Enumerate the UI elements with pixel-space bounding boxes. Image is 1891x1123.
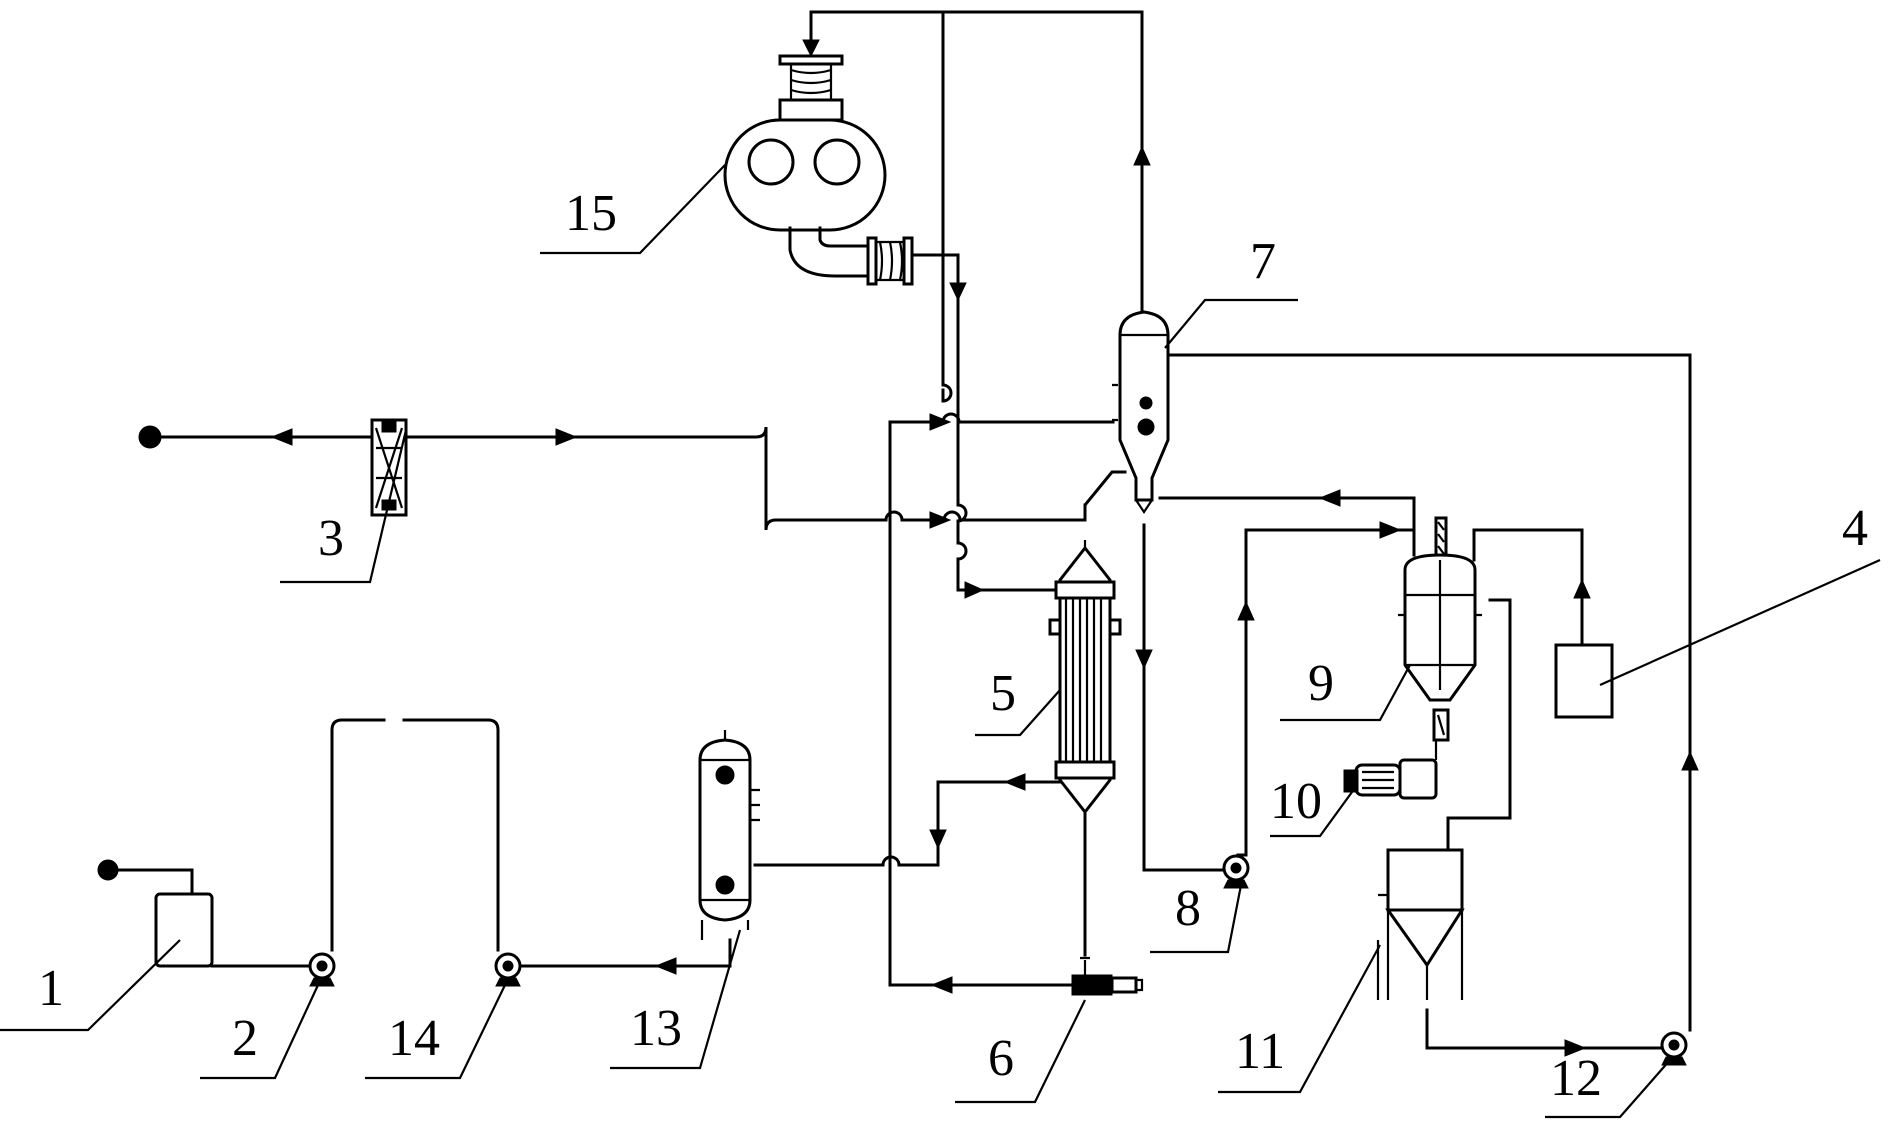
arrow-left-out <box>270 428 293 446</box>
compressor-15 <box>723 54 914 286</box>
label-3: 3 <box>318 510 344 567</box>
pipelines <box>110 10 1692 1050</box>
crystallizer-9 <box>1398 516 1482 742</box>
label-7: 7 <box>1250 233 1276 290</box>
leader-14 <box>365 984 506 1080</box>
arrow-7-up <box>1133 145 1151 166</box>
label-15: 15 <box>565 185 617 242</box>
leader-5 <box>975 689 1061 737</box>
vessel-13 <box>698 730 760 940</box>
arrow-13-down <box>929 829 947 850</box>
arrow-feed-right <box>929 511 952 529</box>
label-6: 6 <box>988 1030 1014 1087</box>
arrow-12-in <box>1564 1039 1587 1057</box>
pipe-11-to-12 <box>1425 1008 1664 1050</box>
label-8: 8 <box>1175 880 1201 937</box>
leader-11 <box>1218 944 1381 1094</box>
pipe-3-to-14 <box>402 718 500 952</box>
pipe-7-to-8 <box>1142 523 1227 872</box>
label-4: 4 <box>1842 500 1868 557</box>
label-14: 14 <box>388 1010 440 1067</box>
arrow-steam-down <box>949 282 967 302</box>
arrow-9-return <box>1318 489 1341 507</box>
label-2: 2 <box>232 1010 258 1067</box>
terminal-tank-1 <box>97 859 119 881</box>
arrow-7-down <box>1135 649 1153 670</box>
leader-15 <box>540 164 726 255</box>
pipe-vent-1 <box>110 868 194 896</box>
pump-2 <box>308 952 336 987</box>
leader-12 <box>1545 1059 1671 1119</box>
arrow-6-left <box>930 976 953 994</box>
label-11: 11 <box>1235 1023 1285 1080</box>
arrow-feed-1 <box>555 428 578 446</box>
pump-12 <box>1660 1031 1688 1066</box>
pipe-12-to-7 <box>1166 353 1692 1032</box>
pipe-hop-1 <box>941 383 953 403</box>
arrow-9-in <box>1379 521 1402 539</box>
label-9: 9 <box>1308 655 1334 712</box>
arrow-4-up <box>1573 578 1591 599</box>
arrow-recirc-right <box>929 413 952 431</box>
arrow-12-up <box>1681 750 1699 771</box>
pipe-14-to-13 <box>518 938 732 968</box>
pipe-vapor-top <box>809 10 1144 322</box>
leader-10 <box>1270 791 1353 838</box>
pipe-compressor-outlet <box>908 253 960 417</box>
label-5: 5 <box>990 665 1016 722</box>
pipe-feed-main <box>404 426 1127 531</box>
arrow-13-left <box>654 957 677 975</box>
leader-13 <box>610 929 742 1070</box>
pipe-2-to-3 <box>330 718 386 952</box>
leader-6 <box>955 999 1086 1104</box>
evaporator-5 <box>1048 540 1122 822</box>
leader-3 <box>280 429 408 584</box>
leader-7 <box>1164 298 1298 349</box>
tank-4 <box>1554 643 1614 719</box>
pump-14 <box>494 952 522 987</box>
flow-arrows <box>270 39 1699 1057</box>
separator-7 <box>1112 310 1170 514</box>
centrifuge-10 <box>1343 738 1448 800</box>
arrow-top-down <box>802 39 820 58</box>
arrow-to-5 <box>964 581 985 599</box>
arrow-8-up <box>1237 600 1255 621</box>
pipe-13-to-5 <box>753 773 1084 867</box>
label-1: 1 <box>38 960 64 1017</box>
leader-lines <box>0 164 1881 1119</box>
leader-8 <box>1150 879 1244 954</box>
pipe-9-to-11 <box>1446 598 1512 852</box>
leader-4 <box>1599 558 1881 687</box>
pipe-9-to-4 <box>1472 528 1584 647</box>
pipe-steam-to-exchanger <box>941 388 1062 592</box>
tank-1 <box>154 892 214 968</box>
pump-6 <box>1071 956 1144 996</box>
pipe-9-return <box>1158 496 1416 557</box>
label-13: 13 <box>630 1000 682 1057</box>
label-10: 10 <box>1270 773 1322 830</box>
label-12: 12 <box>1550 1050 1602 1107</box>
leader-1 <box>0 939 181 1032</box>
leader-2 <box>200 984 319 1080</box>
terminal-left <box>138 425 162 449</box>
callout-labels: 1 2 3 4 5 6 7 8 9 10 11 12 13 14 15 <box>38 185 1868 1107</box>
leader-9 <box>1280 664 1411 722</box>
pump-8 <box>1222 854 1250 889</box>
hopper-11 <box>1376 848 1465 1000</box>
arrow-5-left <box>1003 773 1026 791</box>
